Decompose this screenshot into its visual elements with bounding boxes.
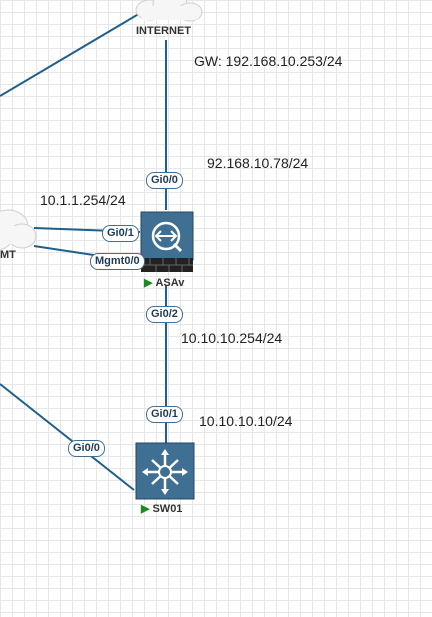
internet-label: INTERNET bbox=[136, 25, 191, 37]
port-asa-gi00[interactable]: Gi0/0 bbox=[146, 172, 183, 189]
mgmt-label: MT bbox=[0, 249, 16, 261]
sw01-switch-icon[interactable] bbox=[135, 442, 195, 500]
outside-ip-label: 92.168.10.78/24 bbox=[207, 155, 309, 171]
sw01-name: SW01 bbox=[152, 503, 183, 515]
port-asa-mgmt[interactable]: Mgmt0/0 bbox=[90, 253, 145, 270]
dmz-ip-label: 10.10.10.254/24 bbox=[181, 330, 283, 346]
port-sw-gi01[interactable]: Gi0/1 bbox=[146, 406, 183, 423]
asa-label: ▶ASAv bbox=[144, 276, 184, 289]
link-internet-left[interactable] bbox=[0, 11, 143, 97]
switch-ip-label: 10.10.10.10/24 bbox=[199, 413, 293, 429]
port-asa-gi02[interactable]: Gi0/2 bbox=[146, 306, 183, 323]
port-asa-gi01[interactable]: Gi0/1 bbox=[102, 225, 139, 242]
gateway-label: GW: 192.168.10.253/24 bbox=[194, 53, 343, 69]
inside-ip-label: 10.1.1.254/24 bbox=[40, 192, 126, 208]
asa-name: ASAv bbox=[155, 277, 185, 289]
sw01-label: ▶SW01 bbox=[141, 502, 182, 515]
running-status-icon: ▶ bbox=[141, 503, 150, 515]
mgmt-cloud-icon[interactable] bbox=[0, 209, 37, 251]
port-sw-gi00[interactable]: Gi0/0 bbox=[68, 440, 105, 457]
running-status-icon: ▶ bbox=[144, 277, 153, 289]
internet-cloud-icon[interactable] bbox=[135, 0, 203, 22]
link-left-sw01[interactable] bbox=[0, 383, 135, 491]
asa-firewall-icon[interactable] bbox=[140, 211, 194, 272]
